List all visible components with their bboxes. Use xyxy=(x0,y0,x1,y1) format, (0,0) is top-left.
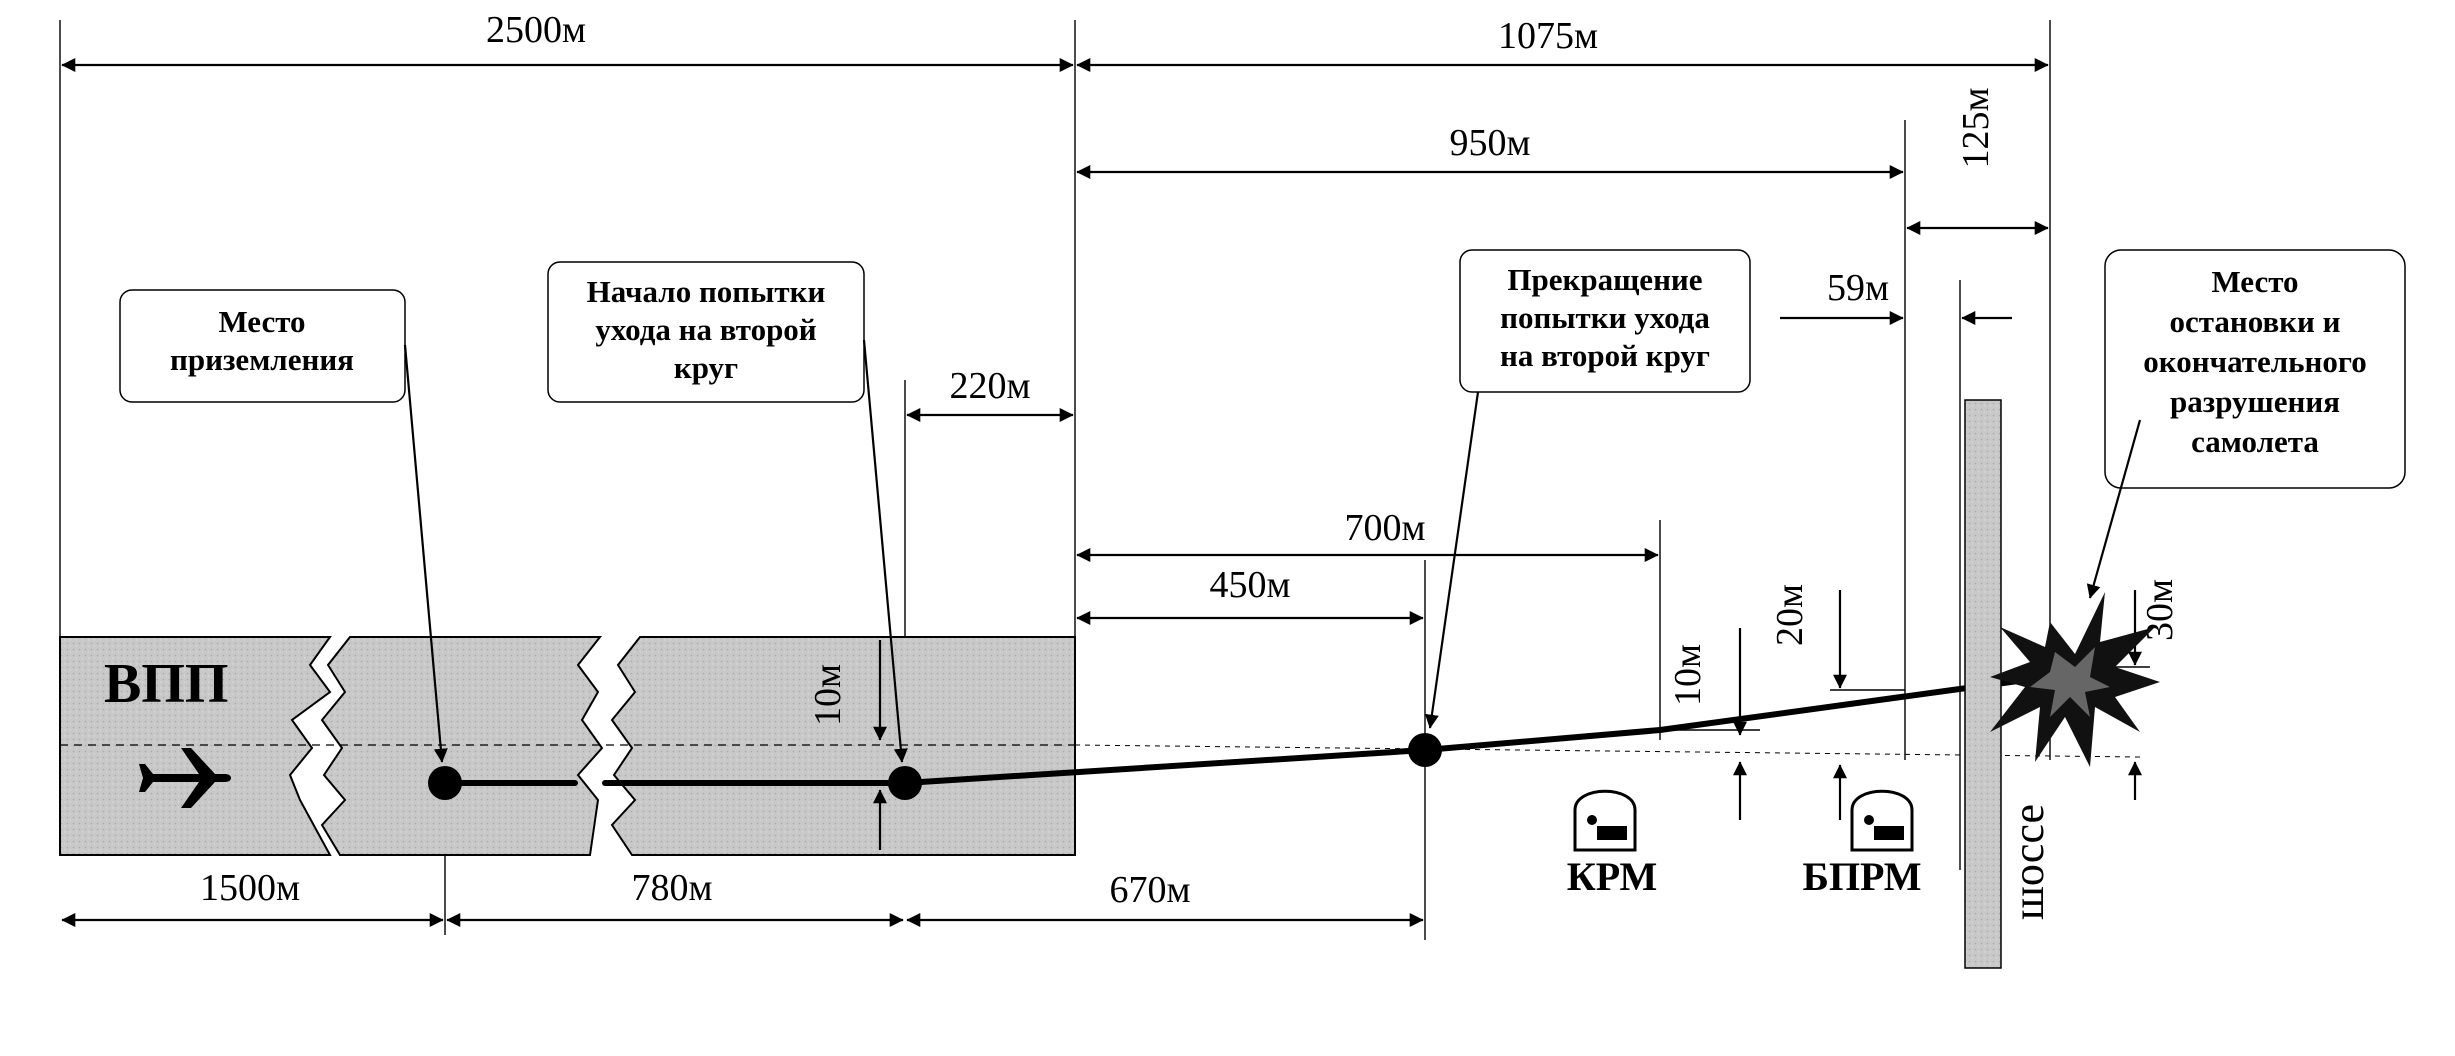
dim-450-label: 450м xyxy=(1209,564,1290,606)
leader-goaround-start xyxy=(862,339,908,763)
callout-crash-line-3: окончательного xyxy=(2143,344,2366,379)
callout-goaround-start-line-2: ухода на второй xyxy=(595,312,816,347)
explosion-icon xyxy=(1990,592,2160,767)
krm-antenna-icon xyxy=(1573,789,1637,852)
dim-670-label: 670м xyxy=(1109,869,1190,911)
runway-label: ВПП xyxy=(104,653,228,715)
callout-goaround-end-line-3: на второй круг xyxy=(1500,338,1710,373)
runway: ВПП xyxy=(59,636,1076,856)
leader-touchdown xyxy=(403,344,448,763)
dim-1500-label: 1500м xyxy=(200,867,300,909)
airplane-icon xyxy=(139,748,231,808)
callout-crash-line-1: Место xyxy=(2211,264,2298,299)
callout-goaround-start: Начало попытки ухода на второй круг xyxy=(547,261,865,403)
dim-700-label: 700м xyxy=(1344,507,1425,549)
callout-goaround-end-line-2: попытки ухода xyxy=(1500,300,1710,335)
leader-crash-site xyxy=(2086,419,2142,599)
callout-goaround-end: Прекращение попытки ухода на второй круг xyxy=(1459,249,1751,393)
callout-touchdown-line-2: приземления xyxy=(170,342,354,377)
callout-goaround-end-line-1: Прекращение xyxy=(1507,262,1702,297)
callout-crash-line-4: разрушения xyxy=(2170,384,2340,419)
highway-road xyxy=(1964,399,2002,969)
goaround-end-point xyxy=(1408,733,1442,767)
callout-crash-line-2: остановки и xyxy=(2169,304,2340,339)
dim-1075-label: 1075м xyxy=(1498,15,1598,57)
dim-220-label: 220м xyxy=(949,365,1030,407)
track-airborne xyxy=(902,675,2043,786)
runway-segment-2 xyxy=(320,636,604,856)
height-20m-label: 20м xyxy=(1769,584,1811,646)
extended-centerline xyxy=(1074,744,2141,758)
krm-label: КРМ xyxy=(1567,854,1657,899)
highway-label: шоссе xyxy=(2004,804,2053,920)
dim-2500-label: 2500м xyxy=(486,9,586,51)
dim-950-label: 950м xyxy=(1449,122,1530,164)
callout-crash-site: Место остановки и окончательного разруше… xyxy=(2104,249,2406,489)
callout-goaround-start-line-1: Начало попытки xyxy=(587,274,826,309)
leader-goaround-end xyxy=(1424,391,1480,729)
callout-touchdown-line-1: Место xyxy=(218,304,305,339)
height-10m-label-a: 10м xyxy=(807,664,849,726)
dim-780-label: 780м xyxy=(631,867,712,909)
touchdown-point xyxy=(428,766,462,800)
callout-touchdown: Место приземления xyxy=(119,289,406,403)
bprm-label: БПРМ xyxy=(1803,854,1922,899)
dim-59-label: 59м xyxy=(1827,267,1889,309)
goaround-start-point xyxy=(888,766,922,800)
callout-crash-line-5: самолета xyxy=(2191,424,2319,459)
runway-segment-3 xyxy=(610,636,1076,856)
height-10m-label-b: 10м xyxy=(1667,644,1709,706)
callout-goaround-start-line-3: круг xyxy=(674,350,738,385)
dim-125-label: 125м xyxy=(1955,87,1997,168)
bprm-antenna-icon xyxy=(1850,789,1914,852)
runway-segment-1 xyxy=(59,636,332,856)
